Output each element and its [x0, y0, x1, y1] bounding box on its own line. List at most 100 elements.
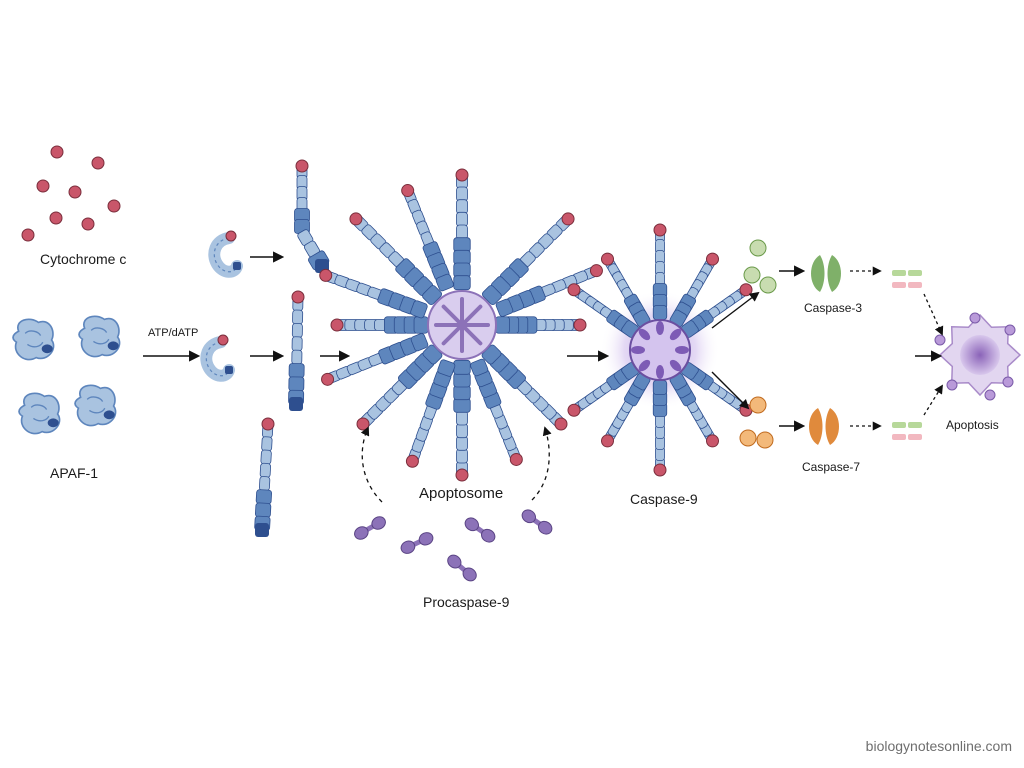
- apoptosome-spoke: [495, 316, 587, 334]
- cytochrome-c-dot: [91, 156, 105, 170]
- caspase-7-precursor-icon: [739, 396, 774, 449]
- apaf-1-segment: [437, 359, 456, 377]
- caspase-9-subunit: [669, 328, 682, 341]
- cytochrome-c-head: [554, 417, 568, 431]
- apaf-1-segment: [413, 316, 429, 334]
- cytochrome-c-head: [567, 283, 581, 297]
- cytochrome-c-head: [509, 452, 523, 466]
- caspase-9-subunit: [638, 359, 651, 372]
- apaf-1-segment: [495, 316, 510, 334]
- caspase-9-spoke: [601, 252, 651, 328]
- apaf-1-segment: [288, 376, 305, 392]
- cytochrome-c-dot: [68, 185, 82, 199]
- pathway-arrows: [143, 251, 944, 503]
- cytochrome-c-head: [601, 434, 614, 448]
- cytochrome-c-head: [405, 454, 419, 468]
- apoptosome-spoke: [330, 316, 429, 334]
- label-apoptosis: Apoptosis: [946, 418, 999, 432]
- cytochrome-c-head: [321, 372, 335, 386]
- cytochrome-c-head: [401, 184, 415, 198]
- apaf-1-segment: [456, 423, 468, 439]
- procaspase-9-dimer-icon: [464, 517, 496, 543]
- apaf-1-chain: [254, 417, 275, 537]
- apaf-1-monomer-icon: [18, 392, 61, 435]
- apaf-1-segment: [453, 237, 471, 253]
- label-caspase-7: Caspase-7: [802, 460, 861, 474]
- procaspase-9-dimer-icon: [521, 509, 553, 535]
- caspase-9-spoke: [669, 372, 719, 448]
- caspase-9-subunit: [638, 328, 651, 341]
- apaf-1-segment: [291, 349, 303, 365]
- cytochrome-c-head: [261, 417, 275, 431]
- cytochrome-c-head: [295, 159, 309, 173]
- activated-apaf-1-icon: [200, 334, 235, 382]
- apoptosome-spoke: [481, 344, 568, 431]
- apaf-1-segment: [456, 435, 468, 451]
- label-caspase-9: Caspase-9: [630, 491, 698, 507]
- apoptotic-cell-icon: [934, 312, 1022, 401]
- apaf-1-segment: [292, 309, 304, 325]
- dashed-arrow: [360, 426, 383, 503]
- caspase-9-spoke: [652, 380, 668, 477]
- apaf-1-segment: [453, 275, 471, 291]
- apaf-1-segment: [456, 224, 468, 240]
- apoptosome-wheel: [319, 168, 603, 482]
- apoptosome-spoke: [453, 359, 471, 482]
- cytochrome-c-head: [706, 434, 719, 448]
- caspase-9-spoke: [601, 372, 651, 448]
- caspase-7-active-icon: [809, 408, 839, 445]
- cytochrome-c-head: [573, 318, 587, 332]
- dashed-arrow: [923, 384, 943, 416]
- apaf-1-segment: [410, 300, 428, 319]
- cytochrome-c-dot: [107, 199, 121, 213]
- cytochrome-c-head: [653, 223, 667, 237]
- activated-apaf-1: [200, 230, 243, 382]
- apaf-1-segment: [456, 199, 468, 215]
- apoptosome-spoke: [319, 268, 428, 319]
- apaf-1-segment: [456, 410, 468, 426]
- apaf-1-segment: [456, 211, 468, 227]
- apoptotic-body: [934, 334, 946, 346]
- cytochrome-c-dot: [36, 179, 50, 193]
- apaf-1-chain: [297, 229, 330, 273]
- caspase-9-subunit: [631, 346, 645, 354]
- cytochrome-c-head: [601, 252, 614, 266]
- cytochrome-c-head: [739, 283, 753, 297]
- cleaved-substrate-icon: [892, 422, 922, 440]
- apaf-1-segment: [422, 285, 443, 306]
- apaf-1-segment: [453, 359, 471, 375]
- caspase-9-subunit: [656, 321, 664, 335]
- activated-apaf-1-icon: [208, 230, 243, 278]
- label-cytochrome-c: Cytochrome c: [40, 251, 127, 267]
- dashed-arrow: [923, 293, 944, 336]
- cytochrome-c-head: [455, 468, 469, 482]
- apoptosome-spoke: [470, 358, 523, 466]
- cytochrome-c-head: [455, 168, 469, 182]
- apaf-1-segment: [261, 436, 273, 452]
- apoptosome-spoke: [405, 359, 456, 468]
- extended-apaf-1-chains: [254, 159, 330, 537]
- apaf-1-segment: [260, 449, 272, 465]
- procaspase-9-dimers: [354, 509, 553, 582]
- hub-spoke: [460, 304, 483, 327]
- apaf-1-monomer-icon: [78, 315, 121, 358]
- hub-spoke: [441, 304, 464, 327]
- apaf-1-segment: [453, 372, 471, 388]
- caspase-9-holoenzyme: [567, 223, 753, 477]
- caspase-3-precursor-icon: [743, 239, 777, 294]
- apaf-1-segment: [255, 489, 272, 505]
- card-domain-tail: [289, 397, 303, 411]
- card-domain-tail: [255, 523, 269, 537]
- caspase-9-spoke: [567, 283, 639, 338]
- apaf-1-segment: [291, 323, 303, 338]
- apaf-1-segment: [288, 363, 305, 379]
- label-caspase-3: Caspase-3: [804, 301, 863, 315]
- apoptosome-spoke: [356, 344, 443, 431]
- apoptosome-spoke: [481, 212, 575, 306]
- cytochrome-c-molecules: [21, 145, 121, 242]
- apaf-1-segment: [495, 298, 514, 317]
- apaf-1-segment: [453, 397, 471, 413]
- apaf-1-segment: [259, 462, 271, 478]
- apaf-1-segment: [453, 249, 471, 265]
